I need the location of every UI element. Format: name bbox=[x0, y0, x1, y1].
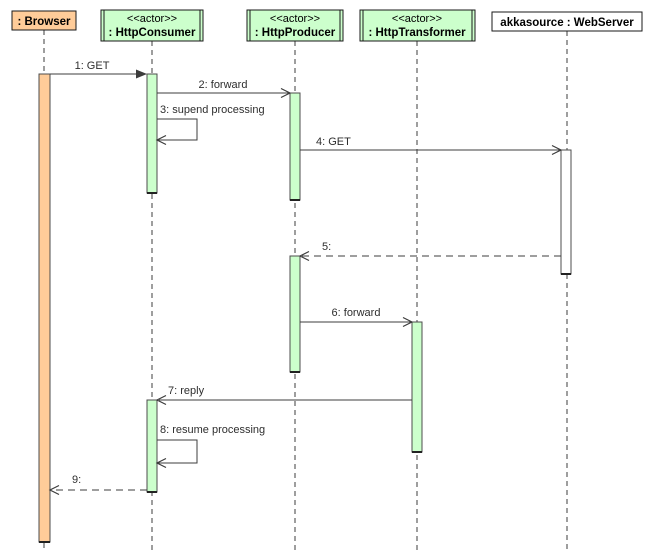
message-label: 2: forward bbox=[199, 79, 248, 91]
arrowhead-open bbox=[402, 316, 414, 328]
participant-webserver: akkasource : WebServer bbox=[491, 11, 643, 32]
message-7-reply: 7: reply bbox=[155, 385, 412, 406]
activation-httpproducer-1 bbox=[289, 92, 301, 201]
message-label: 3: supend processing bbox=[160, 104, 265, 116]
message-label: 1: GET bbox=[75, 60, 110, 72]
message-2-forward: 2: forward bbox=[157, 79, 292, 99]
arrowhead-open bbox=[280, 87, 292, 99]
activation-webserver bbox=[560, 149, 572, 275]
participant-httptransformer: <<actor>> : HttpTransformer bbox=[359, 9, 476, 42]
participant-name: : Browser bbox=[17, 16, 71, 28]
participant-stereotype: <<actor>> bbox=[270, 13, 320, 25]
message-label: 9: bbox=[72, 474, 81, 486]
participant-httpconsumer: <<actor>> : HttpConsumer bbox=[100, 9, 204, 42]
activation-httptransformer bbox=[411, 321, 423, 453]
arrowhead-open bbox=[48, 484, 60, 496]
message-6-forward: 6: forward bbox=[300, 307, 414, 328]
activation-httpproducer-2 bbox=[289, 255, 301, 373]
message-label: 5: bbox=[322, 241, 331, 253]
participant-stereotype: <<actor>> bbox=[127, 13, 177, 25]
participant-name: : HttpTransformer bbox=[368, 27, 466, 39]
arrowhead-open bbox=[155, 457, 167, 469]
arrowhead-filled bbox=[136, 69, 147, 79]
message-3-suspend-processing: 3: supend processing bbox=[155, 104, 265, 146]
participant-name: akkasource : WebServer bbox=[500, 17, 634, 29]
activation-httpconsumer-1 bbox=[146, 73, 158, 194]
participant-stereotype: <<actor>> bbox=[392, 13, 442, 25]
participant-httpproducer: <<actor>> : HttpProducer bbox=[246, 9, 344, 42]
arrowhead-open bbox=[551, 144, 563, 156]
message-5-reply: 5: bbox=[298, 241, 561, 262]
message-4-get: 4: GET bbox=[300, 136, 563, 156]
participant-name: : HttpProducer bbox=[255, 27, 336, 39]
message-label: 8: resume processing bbox=[160, 424, 265, 436]
arrowhead-open bbox=[155, 394, 167, 406]
message-9-reply: 9: bbox=[48, 474, 147, 496]
arrowhead-open bbox=[155, 134, 167, 146]
activation-httpconsumer-2 bbox=[146, 399, 158, 493]
message-label: 7: reply bbox=[168, 385, 205, 397]
message-1-get: 1: GET bbox=[50, 60, 147, 79]
message-8-resume-processing: 8: resume processing bbox=[155, 424, 265, 469]
message-label: 4: GET bbox=[316, 136, 351, 148]
participant-browser: : Browser bbox=[11, 10, 77, 31]
arrowhead-open bbox=[298, 250, 310, 262]
message-label: 6: forward bbox=[332, 307, 381, 319]
activation-browser bbox=[38, 73, 51, 543]
participant-name: : HttpConsumer bbox=[109, 27, 196, 39]
